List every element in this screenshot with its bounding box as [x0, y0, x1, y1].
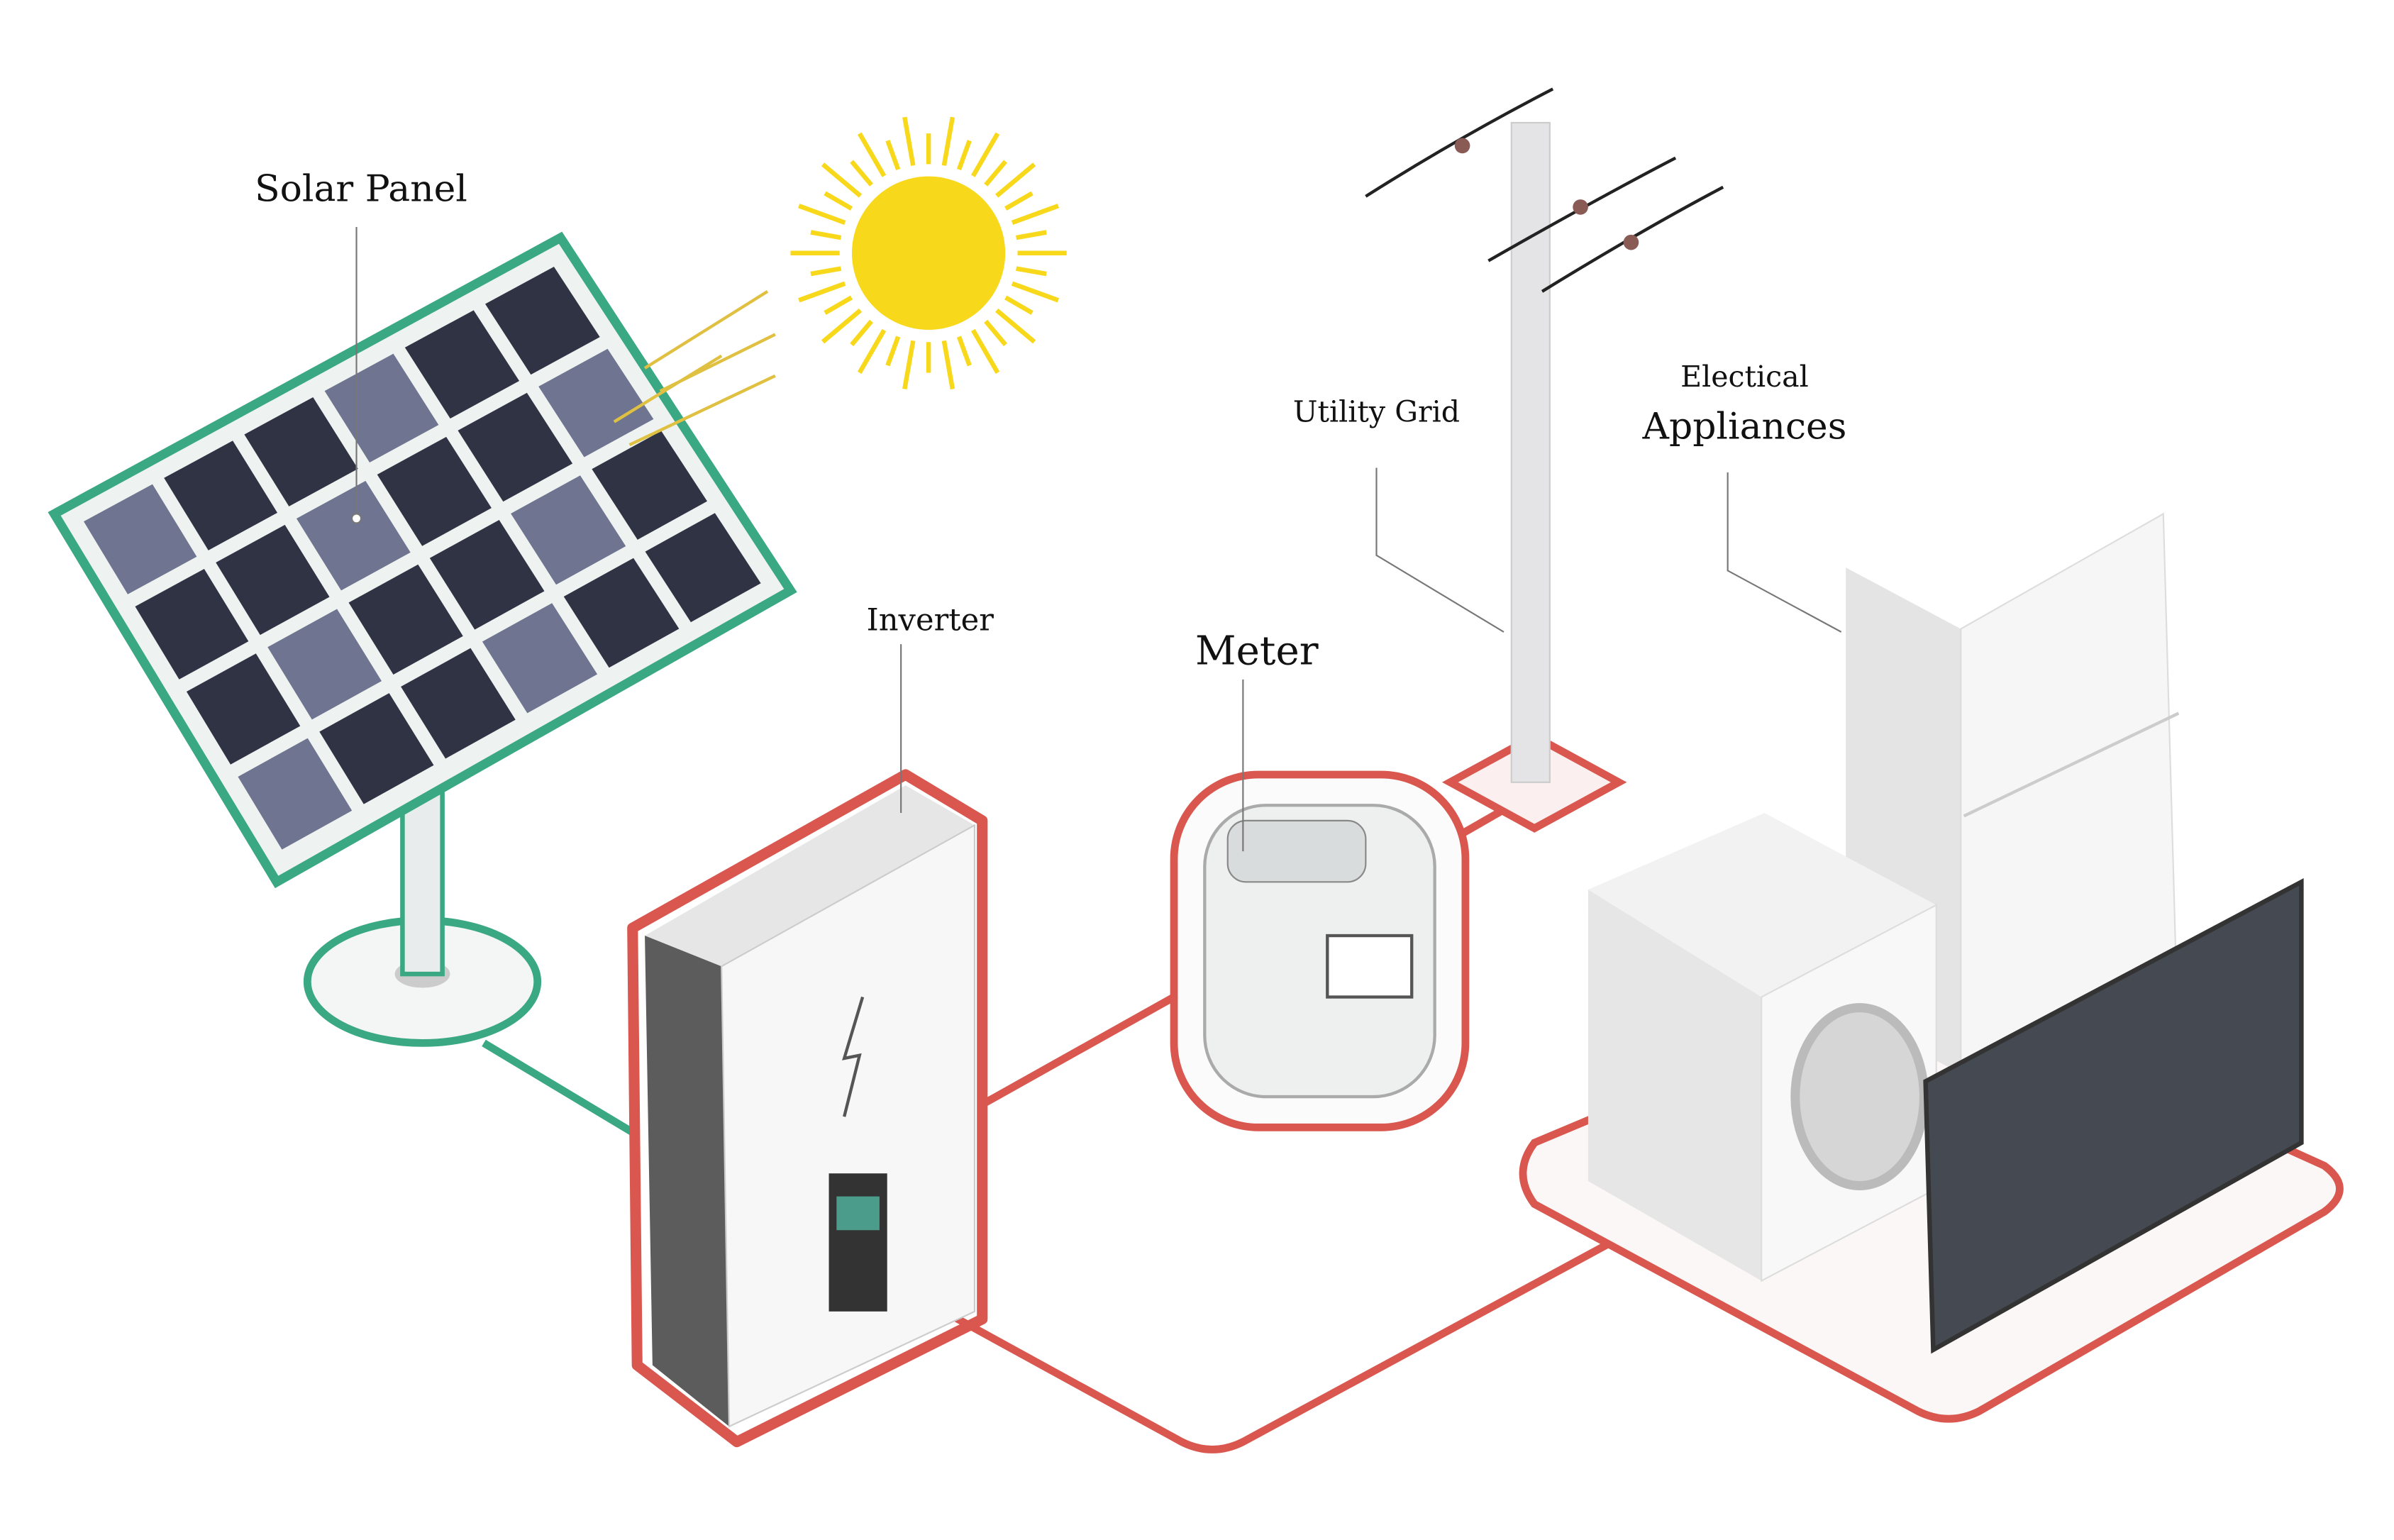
sun-ray	[821, 308, 863, 344]
sun-ray	[857, 132, 887, 177]
sun-ray	[798, 281, 846, 303]
sun-ray	[970, 328, 1000, 374]
sun-ray	[824, 295, 853, 315]
sun-ray	[984, 160, 1007, 187]
solar-cell	[135, 568, 249, 680]
labels: Solar Panel Inverter Meter Utility Grid …	[255, 167, 1847, 852]
solar-cell	[563, 558, 680, 668]
electric-meter	[1170, 770, 1470, 1131]
solar-cell	[538, 348, 654, 458]
solar-panel	[48, 231, 797, 1047]
sun-ray	[810, 230, 842, 240]
solar-cell	[458, 392, 573, 502]
sun-ray	[857, 328, 887, 374]
solar-cell	[485, 267, 600, 375]
solar-cell	[482, 603, 598, 714]
sun-ray	[941, 116, 955, 166]
solar-cell	[592, 431, 707, 540]
sun-ray	[970, 132, 1000, 177]
sun-ray	[1016, 230, 1047, 240]
solar-cell	[348, 564, 463, 675]
sun-ray	[995, 162, 1036, 198]
washing-machine	[1587, 813, 1937, 1283]
solar-cell	[186, 653, 301, 765]
solar-cell	[84, 484, 197, 594]
sun-ray	[824, 191, 853, 211]
sun-ray	[810, 266, 842, 277]
sun-ray	[1004, 295, 1033, 315]
solar-cell	[164, 441, 278, 550]
sun-ray	[1016, 266, 1047, 277]
solar-cell	[401, 648, 516, 759]
sun-ray	[1011, 281, 1060, 303]
label-appliances-line2: Appliances	[1642, 405, 1847, 448]
label-meter: Meter	[1195, 628, 1319, 674]
solar-cell	[244, 397, 358, 506]
sun-ray	[941, 340, 955, 390]
utility-pole	[1365, 87, 1724, 833]
television	[1923, 877, 2304, 1354]
solar-cell	[645, 513, 761, 623]
sun-ray	[956, 140, 972, 171]
sun-ray	[1011, 204, 1060, 225]
solar-cell	[429, 520, 545, 630]
solar-cell	[511, 475, 626, 585]
solar-cell	[319, 693, 434, 804]
solar-connection-line	[482, 1039, 640, 1139]
solar-cell	[216, 524, 330, 636]
label-solar-panel: Solar Panel	[255, 167, 467, 210]
label-appliances-line1: Electical	[1680, 360, 1809, 394]
sun-ray	[984, 319, 1007, 347]
label-utility-grid: Utility Grid	[1293, 395, 1460, 429]
solar-cell	[267, 609, 382, 720]
solar-cell	[296, 480, 411, 591]
sun-ray	[850, 160, 873, 187]
sun-ray	[902, 116, 916, 166]
sun-ray	[995, 308, 1036, 344]
sun-icon	[613, 116, 1067, 447]
solar-cell	[377, 436, 492, 546]
solar-cell	[238, 738, 353, 850]
sun-ray	[902, 340, 916, 390]
solar-cells	[84, 267, 761, 850]
sun-ray	[1004, 191, 1033, 211]
sun-ray	[821, 162, 863, 198]
solar-cell	[324, 353, 439, 462]
sun-ray	[850, 319, 873, 347]
solar-cell	[404, 310, 520, 419]
sun-ray	[885, 336, 901, 367]
inverter	[627, 769, 988, 1448]
label-inverter: Inverter	[867, 603, 994, 638]
sun-ray	[798, 204, 846, 225]
sun-ray	[885, 140, 901, 171]
sun-ray	[956, 336, 972, 367]
